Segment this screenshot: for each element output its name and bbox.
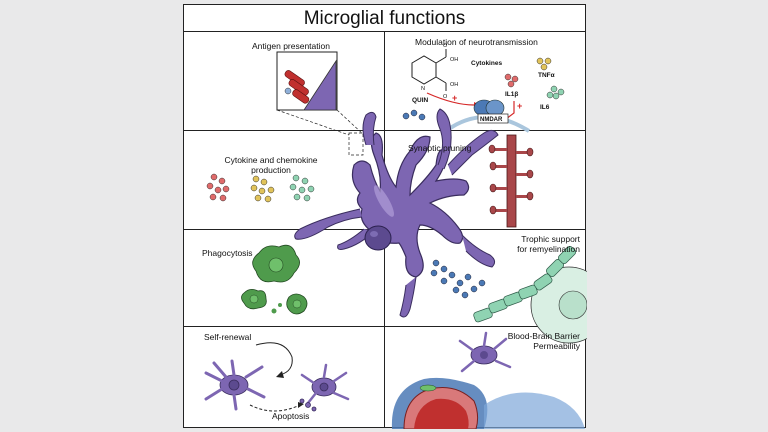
tnfa-dots [536,57,552,71]
panel-neurotransmission [385,32,585,131]
trophic-factor-dots [430,259,486,299]
label-bbb-line2: Permeability [533,341,580,351]
label-trophic-support: Trophic support for remyelination [502,234,580,254]
self-renewal-microglia [204,359,350,412]
cytokine-cluster-green [289,174,315,202]
o-label-2: O [443,94,448,100]
central-microglia-cell [294,108,499,318]
n-label: N [421,86,425,92]
label-phagocytosis: Phagocytosis [202,248,253,258]
panel-self-renewal [184,327,385,427]
nmdar-label: NMDAR [480,117,503,123]
label-antigen-presentation: Antigen presentation [252,41,330,51]
oh-label-2: OH [450,82,458,88]
label-cytokine-production: Cytokine and chemokine production [206,155,336,175]
figure-title: Microglial functions [184,5,585,32]
panel-trophic-support [385,230,585,327]
dendrite [488,134,534,228]
tnfa-label: TNFα [538,72,555,79]
label-synaptic-pruning: Synaptic pruning [408,143,472,153]
bbb-microglia [458,331,512,373]
label-bbb-permeability: Blood-Brain Barrier Permeability [492,331,580,351]
quin-released-dots [402,109,426,121]
cytokine-cluster-red [206,173,230,202]
label-cytokine-line1: Cytokine and chemokine [224,155,318,165]
plus-sign-2: + [517,101,522,111]
panel-synaptic-pruning [385,131,585,230]
antigen-zoom-inset [276,51,365,156]
quin-arrow [426,92,475,106]
blood-vessel [391,377,585,429]
il1b-dots [504,73,519,88]
apoptosis-arrow [249,404,301,412]
cytokine-cluster-yellow [250,175,275,203]
label-trophic-line1: Trophic support [521,234,580,244]
il6-label: IL6 [540,104,550,111]
label-neurotransmission: Modulation of neurotransmission [415,37,538,47]
il1b-label: IL1β [505,91,518,98]
microglial-functions-figure: Microglial functions OH OH [183,4,587,429]
panel-antigen-presentation [184,32,385,131]
nmdar-receptor [444,99,531,133]
o-label-1: O [443,43,448,49]
label-self-renewal: Self-renewal [204,332,252,342]
self-renewal-arrow [255,342,293,376]
il6-dots [546,85,565,100]
phagocytosed-cells [241,244,308,315]
illustration-artwork: OH OH O O N QUIN Cytokines TNFα IL1β IL6… [204,43,587,429]
label-bbb-line1: Blood-Brain Barrier [507,331,580,341]
oligodendrocyte-myelin [473,245,587,344]
oh-label-1: OH [450,57,458,63]
label-trophic-line2: for remyelination [517,244,580,254]
quin-label: QUIN [412,97,429,104]
il1b-arrow [505,101,515,120]
plus-sign-1: + [452,93,457,103]
quin-molecule [411,49,447,91]
label-apoptosis: Apoptosis [272,411,310,421]
label-cytokine-line2: production [251,165,291,175]
cytokines-label: Cytokines [471,60,502,67]
panel-phagocytosis [184,230,385,327]
